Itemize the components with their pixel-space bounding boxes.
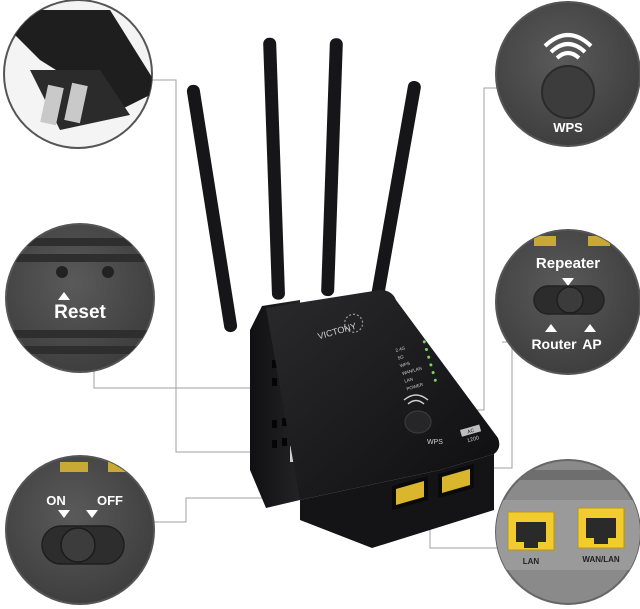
device-wps-label: WPS xyxy=(427,439,443,446)
indicator-2: WPS xyxy=(399,361,410,369)
antenna-4 xyxy=(368,80,421,314)
callout-ports: LAN WAN/LAN xyxy=(495,459,640,605)
indicator-1: 5G xyxy=(397,354,405,361)
badge-bottom: 1200 xyxy=(466,435,479,444)
indicator-panel: 2.4G 5G WPS WAN/LAN LAN POWER xyxy=(395,340,437,392)
device-ports xyxy=(392,464,474,510)
mode-ap-label: AP xyxy=(582,336,601,352)
device-wps: WPS xyxy=(403,394,443,446)
indicator-5: POWER xyxy=(406,382,424,392)
wan-lan-label: WAN/LAN xyxy=(582,555,620,564)
indicator-3: WAN/LAN xyxy=(402,366,423,376)
lan-port xyxy=(507,511,555,551)
power-on-label: ON xyxy=(46,493,66,508)
ac1200-badge: AC 1200 xyxy=(460,424,482,444)
callout-plug xyxy=(3,0,153,149)
power-off-label: OFF xyxy=(97,493,123,508)
antenna-3 xyxy=(321,38,343,297)
device-body xyxy=(266,290,500,500)
callout-power-switch: ON OFF xyxy=(5,455,155,605)
router-device: VICTONY 2.4G 5G WPS WAN/LAN LAN POWER WP… xyxy=(186,37,500,548)
mode-repeater-label: Repeater xyxy=(536,255,600,272)
mode-router-label: Router xyxy=(531,336,577,352)
device-wps-button xyxy=(404,410,432,434)
wps-label: WPS xyxy=(553,120,583,135)
indicator-0: 2.4G xyxy=(395,345,406,353)
antenna-2 xyxy=(263,37,285,300)
badge-top: AC xyxy=(467,428,476,436)
wps-button xyxy=(541,65,595,119)
indicator-4: LAN xyxy=(404,376,414,383)
leader-plug xyxy=(146,79,296,453)
antenna-1 xyxy=(186,84,238,333)
callout-reset: Reset xyxy=(5,223,155,373)
wan-lan-port xyxy=(577,507,625,549)
callout-wps: WPS xyxy=(495,1,640,147)
lan-label: LAN xyxy=(523,557,540,566)
callout-mode-switch: Repeater Router AP xyxy=(495,229,640,375)
reset-label: Reset xyxy=(54,302,106,323)
antennas xyxy=(186,37,421,333)
